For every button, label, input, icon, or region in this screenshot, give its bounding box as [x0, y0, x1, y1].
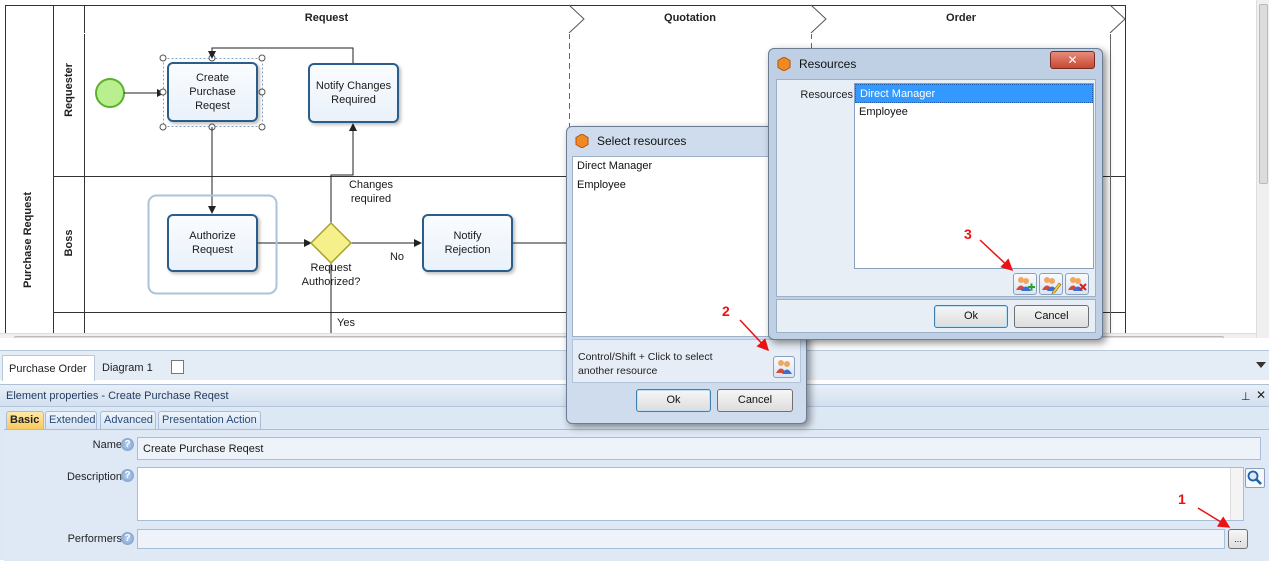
resources-panel: Resources Direct Manager Employee [776, 79, 1096, 297]
vertical-scrollbar[interactable] [1256, 0, 1269, 338]
description-field[interactable] [137, 467, 1244, 521]
annotation-1: 1 [1178, 491, 1186, 507]
list-item[interactable]: Employee [577, 179, 626, 191]
chevron-down-icon[interactable] [1256, 362, 1266, 368]
phase-order: Order [946, 12, 976, 24]
task-create-purchase-request[interactable]: Create Purchase Reqest [167, 62, 258, 122]
name-label: Name [92, 439, 122, 451]
flow-label-changes-required: Changes required [348, 179, 394, 205]
resources-dialog: Resources ✕ Resources Direct Manager Emp… [768, 48, 1103, 340]
list-item[interactable]: Employee [859, 106, 908, 118]
task-notify-rejection[interactable]: Notify Rejection [422, 214, 513, 272]
remove-user-icon[interactable] [1065, 273, 1089, 295]
button-bar: Ok Cancel [776, 299, 1096, 333]
cancel-button[interactable]: Cancel [1014, 305, 1089, 328]
app-icon [777, 57, 791, 71]
gateway-label: Request Authorized? [301, 262, 361, 288]
flow-label-yes: Yes [337, 317, 355, 329]
zoom-icon[interactable] [1245, 468, 1265, 488]
task-authorize-request[interactable]: Authorize Request [167, 214, 258, 272]
flow-label-no: No [389, 251, 405, 263]
resources-list[interactable]: Direct Manager Employee [854, 83, 1094, 269]
tab-advanced[interactable]: Advanced [100, 411, 156, 429]
decision-gateway [309, 221, 353, 265]
description-scrollbar[interactable] [1230, 468, 1243, 520]
tab-presentation-action[interactable]: Presentation Action [158, 411, 261, 429]
annotation-2: 2 [722, 303, 730, 319]
ok-button[interactable]: Ok [934, 305, 1008, 328]
task-label: Create Purchase Reqest [189, 72, 236, 112]
performers-field[interactable] [137, 529, 1225, 549]
new-diagram-icon[interactable] [171, 360, 184, 374]
dialog-title: Select resources [597, 134, 687, 148]
users-icon[interactable] [773, 356, 795, 378]
pool-label: Purchase Request [22, 192, 34, 288]
tab-diagram-1[interactable]: Diagram 1 [102, 362, 153, 374]
resources-label: Resources [800, 89, 853, 101]
properties-form: Name ? Description ? Performers ? ... [4, 429, 1269, 561]
tab-purchase-order[interactable]: Purchase Order [2, 355, 95, 381]
list-item[interactable]: Direct Manager [855, 84, 1093, 103]
performers-label: Performers [67, 533, 122, 545]
task-notify-changes-required[interactable]: Notify Changes Required [308, 63, 399, 123]
tab-extended[interactable]: Extended [45, 411, 97, 429]
hint-text: Control/Shift + Click to select another … [578, 351, 713, 377]
resource-list[interactable]: Direct Manager Employee [572, 156, 801, 337]
help-icon[interactable]: ? [121, 532, 134, 545]
app-icon [575, 134, 589, 148]
hint-area: Control/Shift + Click to select another … [572, 339, 801, 383]
help-icon[interactable]: ? [121, 438, 134, 451]
lane-boss: Boss [63, 229, 75, 257]
cancel-button[interactable]: Cancel [717, 389, 793, 412]
ok-button[interactable]: Ok [636, 389, 711, 412]
close-icon[interactable]: ✕ [1256, 388, 1267, 402]
edit-user-icon[interactable] [1039, 273, 1063, 295]
phase-quotation: Quotation [664, 12, 716, 24]
close-button[interactable]: ✕ [1050, 51, 1095, 69]
pin-icon[interactable]: ⊥ [1241, 391, 1251, 403]
scroll-thumb[interactable] [1259, 4, 1268, 184]
task-label: Notify Rejection [444, 230, 491, 256]
task-label: Notify Changes Required [315, 80, 392, 106]
element-properties-panel: Element properties - Create Purchase Req… [0, 384, 1269, 561]
description-label: Description [66, 471, 122, 483]
select-resources-dialog: Select resources Direct Manager Employee… [566, 126, 807, 424]
dialog-title: Resources [799, 57, 857, 71]
phase-request: Request [304, 12, 349, 24]
task-label: Authorize Request [189, 230, 236, 256]
browse-performers-button[interactable]: ... [1228, 529, 1248, 549]
start-event [95, 78, 125, 108]
tab-basic[interactable]: Basic [6, 411, 44, 429]
help-icon[interactable]: ? [121, 469, 134, 482]
add-user-icon[interactable] [1013, 273, 1037, 295]
lane-requester: Requester [63, 63, 75, 117]
name-field[interactable] [137, 437, 1261, 460]
annotation-3: 3 [964, 226, 972, 242]
list-item[interactable]: Direct Manager [577, 160, 653, 172]
